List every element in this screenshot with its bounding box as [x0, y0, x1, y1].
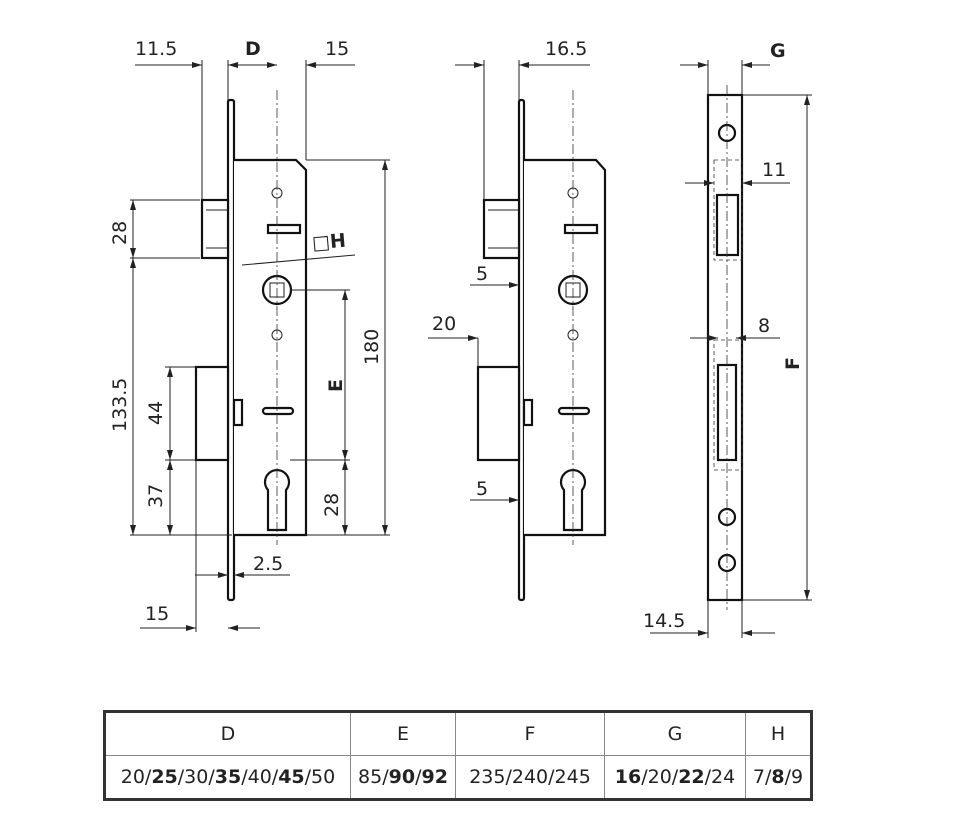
value-segment: 92	[421, 766, 448, 788]
dim-14-5: 14.5	[643, 610, 685, 632]
header-D: D	[104, 711, 351, 756]
value-segment: 16	[614, 766, 642, 788]
value-E: 85/90/92	[350, 755, 456, 800]
header-H: H	[745, 711, 812, 756]
value-segment: /40/	[241, 766, 279, 788]
value-segment: /20/	[641, 766, 679, 788]
value-segment: 20/	[120, 766, 152, 788]
dim-H: □H	[311, 230, 347, 255]
dim-8: 8	[758, 315, 770, 337]
dim-11: 11	[762, 159, 786, 181]
value-F: 235/240/245	[455, 755, 605, 800]
value-segment: /9	[784, 766, 804, 788]
dimension-table: D E F G H 20/25/30/35/40/45/50 85/90/92 …	[103, 710, 813, 801]
header-F: F	[455, 711, 605, 756]
lock-side-view: 16.5 5 20 5	[428, 38, 607, 602]
dim-133-5: 133.5	[109, 378, 131, 432]
dim-15-top: 15	[325, 38, 349, 60]
dim-44: 44	[145, 401, 167, 425]
dim-2-5: 2.5	[253, 553, 283, 575]
dim-F: F	[782, 357, 804, 370]
value-segment: /30/	[177, 766, 215, 788]
dim-5-top: 5	[476, 263, 488, 285]
dim-G: G	[770, 40, 786, 62]
dim-16-5: 16.5	[545, 38, 587, 60]
strike-plate-view: G 11 8 F 14.5	[643, 40, 812, 638]
header-G: G	[604, 711, 746, 756]
value-segment: 35	[214, 766, 242, 788]
dim-D: D	[245, 38, 261, 60]
value-H: 7/8/9	[745, 755, 812, 800]
value-segment: 90	[388, 766, 416, 788]
lock-technical-drawing: 11.5 D 15 28 □H 133.5 44 37 E 180 28 2.5…	[109, 38, 812, 638]
value-segment: 25	[151, 766, 178, 788]
dim-20: 20	[432, 313, 456, 335]
dim-5-bottom: 5	[476, 478, 488, 500]
value-segment: 85/	[358, 766, 389, 788]
dim-37: 37	[145, 484, 167, 508]
dim-11-5: 11.5	[135, 38, 177, 60]
dim-E: E	[325, 379, 347, 392]
dim-28-cylinder: 28	[321, 493, 343, 517]
dim-180: 180	[361, 329, 383, 365]
value-segment: /24	[704, 766, 736, 788]
header-E: E	[350, 711, 456, 756]
value-segment: 7/	[752, 766, 772, 788]
value-segment: 8	[771, 766, 785, 788]
dim-15-bottom: 15	[145, 603, 169, 625]
value-segment: 22	[678, 766, 705, 788]
value-segment: /50	[304, 766, 336, 788]
value-D: 20/25/30/35/40/45/50	[104, 755, 351, 800]
value-G: 16/20/22/24	[604, 755, 746, 800]
value-segment: 235/240/245	[469, 766, 591, 788]
lock-front-view: 11.5 D 15 28 □H 133.5 44 37 E 180 28 2.5…	[109, 38, 390, 632]
dim-28-latch: 28	[109, 221, 131, 245]
value-segment: /	[415, 766, 422, 788]
value-segment: 45	[278, 766, 305, 788]
